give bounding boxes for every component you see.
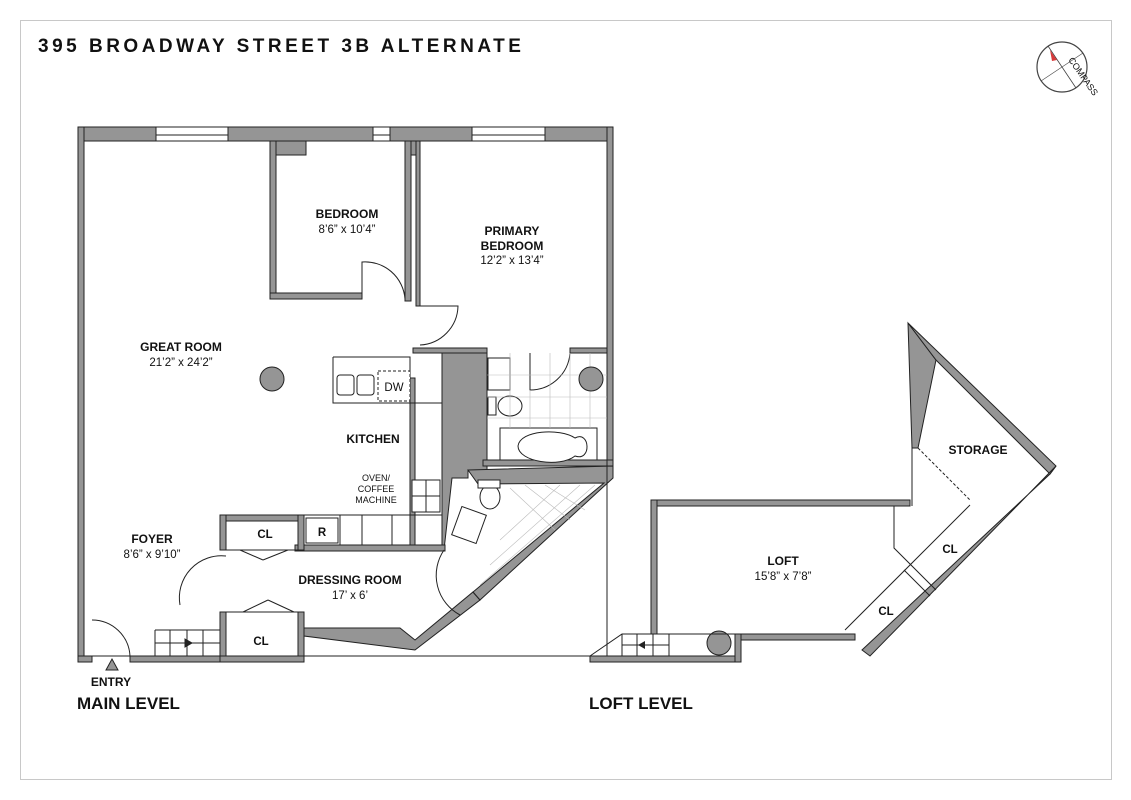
main-level-walls: [77, 126, 614, 663]
main-level-outline: [83, 140, 608, 657]
page-frame: [20, 20, 1112, 780]
loft-level-label: LOFT LEVEL: [589, 694, 693, 713]
loft-stair-arrow-icon: [638, 641, 645, 649]
loft-closet-lower-label: CL: [878, 606, 893, 618]
loft-label: LOFT: [767, 554, 799, 568]
primary-bedroom-label-1: PRIMARY: [485, 224, 540, 238]
bedroom-label: BEDROOM: [316, 207, 379, 221]
refrigerator: [305, 517, 339, 544]
sink-left: [336, 374, 355, 396]
kitchen-counter-bottom: [303, 514, 443, 546]
foyer-dim: 8’6” x 9’10”: [124, 549, 181, 561]
compass-north-marker: [1050, 50, 1057, 61]
kitchen-fixtures: [305, 370, 441, 544]
great-room-label: GREAT ROOM: [140, 340, 222, 354]
oven-label-3: MACHINE: [355, 495, 397, 505]
column-loft: [706, 630, 732, 656]
column-bath: [578, 366, 604, 392]
entry-marker-icon: [105, 657, 119, 671]
stairs-main: [154, 630, 204, 656]
columns: [259, 366, 732, 656]
entry-label: ENTRY: [91, 675, 131, 689]
fridge-label: R: [318, 527, 327, 539]
oven-label-1: OVEN/: [362, 473, 391, 483]
storage-label: STORAGE: [948, 443, 1007, 457]
door-swings: [91, 261, 571, 657]
sink-2: [451, 505, 487, 545]
great-room-dim: 21’2” x 24’2”: [149, 357, 212, 369]
column-great-room: [259, 366, 285, 392]
dressing-room-label: DRESSING ROOM: [298, 573, 401, 587]
windows: [155, 126, 546, 136]
page-title: 395 BROADWAY STREET 3B ALTERNATE: [38, 36, 525, 57]
bath-fixtures: [451, 357, 598, 545]
closet-bottom-label: CL: [253, 636, 268, 648]
primary-bedroom-dim: 12’2” x 13’4”: [480, 255, 543, 267]
dressing-room-dim: 17’ x 6’: [332, 590, 368, 602]
kitchen-label: KITCHEN: [346, 432, 399, 446]
loft-closet-upper-label: CL: [942, 544, 957, 556]
compass-icon: COMPASS: [1036, 41, 1100, 97]
loft-dim: 15’8” x 7’8”: [755, 571, 812, 583]
closet-top-label: CL: [257, 529, 272, 541]
foyer-label: FOYER: [131, 532, 173, 546]
loft-level-walls: [589, 321, 1057, 663]
main-level-label: MAIN LEVEL: [77, 694, 180, 713]
toilet-2: [479, 484, 501, 510]
primary-bedroom-label-2: BEDROOM: [481, 239, 544, 253]
sink-right: [356, 374, 375, 396]
dishwasher-label: DW: [384, 382, 403, 394]
dishwasher: [377, 370, 411, 402]
oven-label-2: COFFEE: [358, 484, 395, 494]
bedroom-dim: 8’6” x 10’4”: [319, 224, 376, 236]
bath-sink: [487, 357, 511, 391]
